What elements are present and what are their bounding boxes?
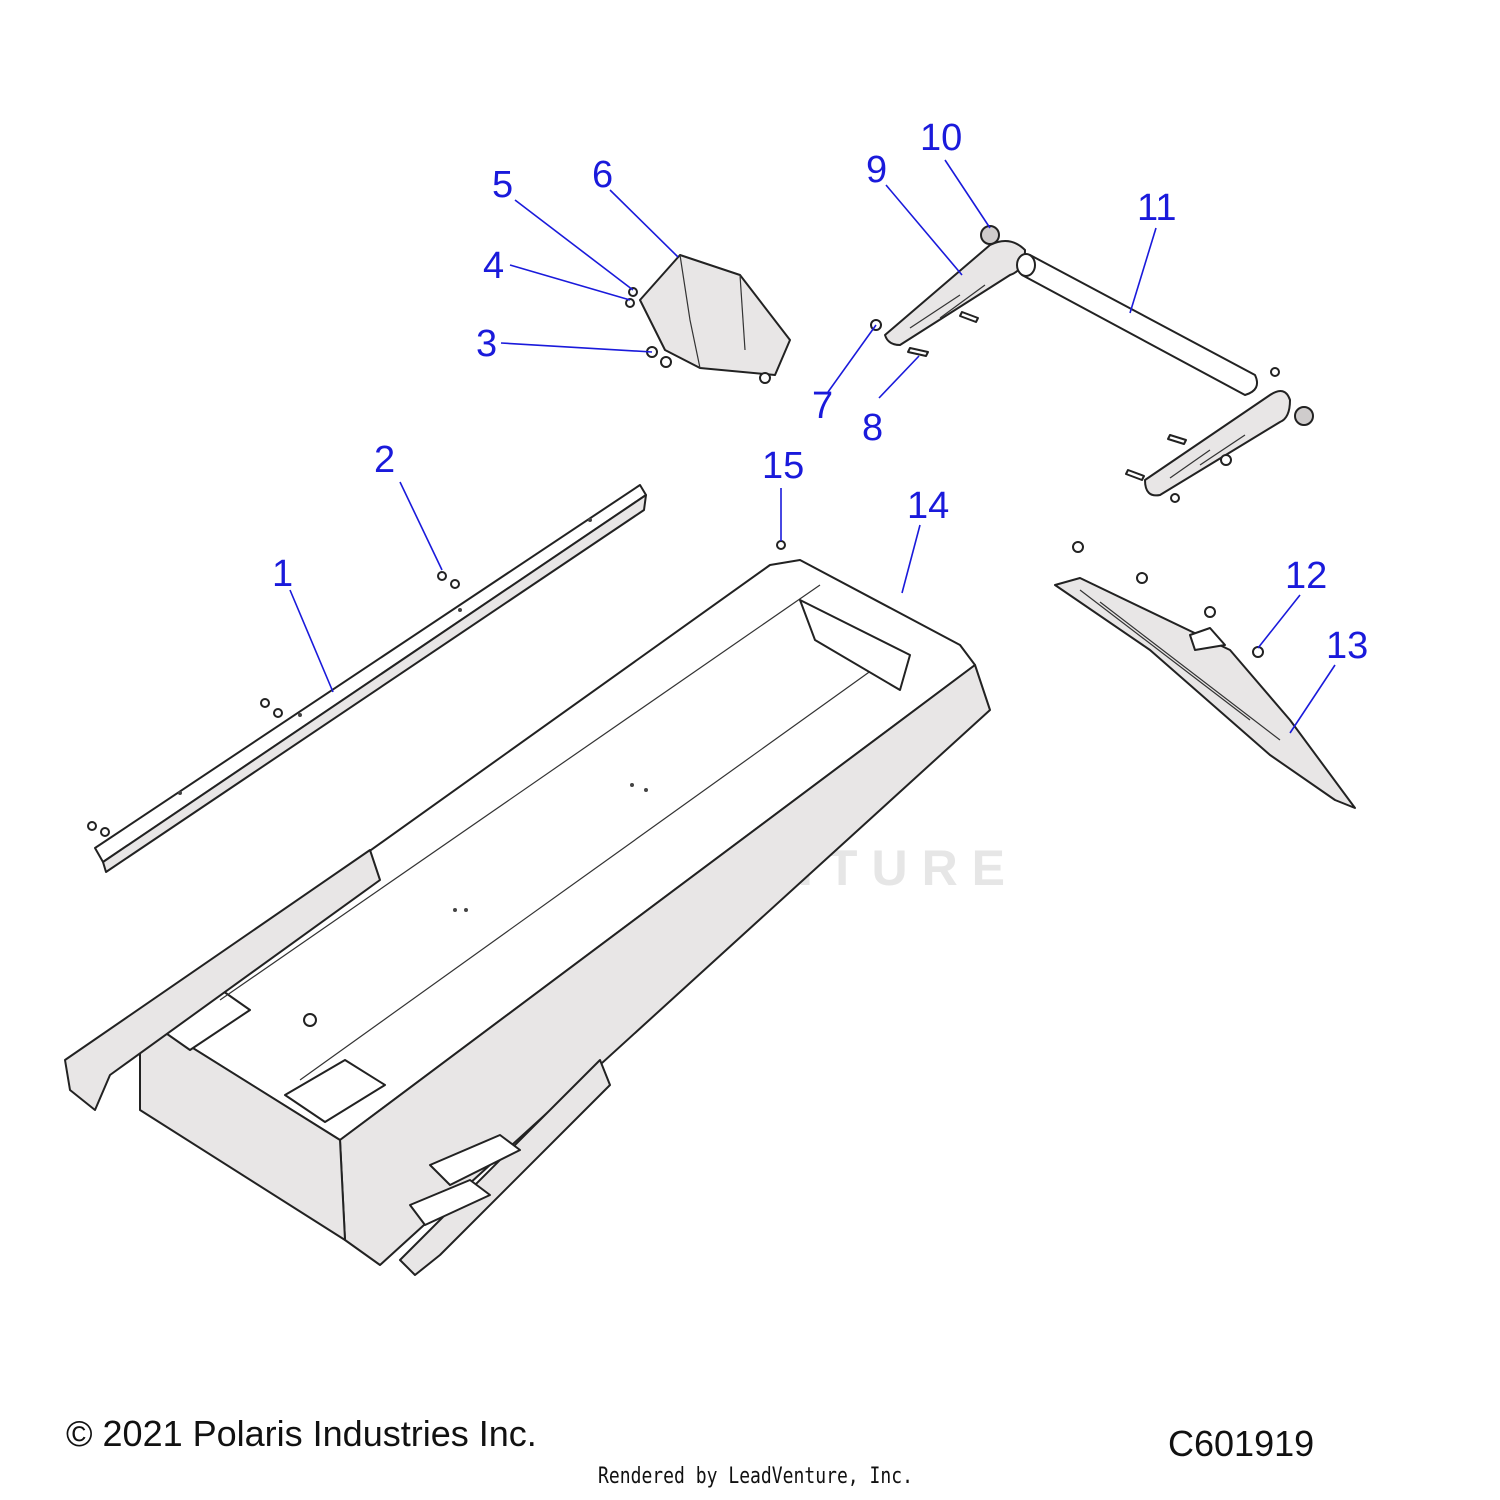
callout-7: 7 — [812, 385, 833, 427]
callout-15: 15 — [762, 445, 804, 487]
part-flap — [1054, 541, 1356, 809]
callout-labels: 1 2 3 4 5 6 7 8 9 10 11 12 13 14 15 — [272, 117, 1368, 667]
part-screws-rail — [87, 571, 460, 837]
callout-2: 2 — [374, 439, 395, 481]
drawing-id: C601919 — [1168, 1423, 1315, 1464]
callout-14: 14 — [907, 485, 949, 527]
callout-6: 6 — [592, 154, 613, 196]
callout-11: 11 — [1137, 187, 1176, 229]
part-cover — [625, 254, 791, 384]
callout-9: 9 — [866, 149, 887, 191]
callout-10: 10 — [920, 117, 962, 159]
part-screw-tunnel — [776, 540, 786, 550]
part-arm-right — [1125, 367, 1314, 503]
part-rail — [94, 484, 647, 873]
leader-lines — [289, 159, 1336, 734]
rendered-by-credit: Rendered by LeadVenture, Inc. — [598, 1464, 913, 1489]
callout-12: 12 — [1285, 555, 1327, 597]
callout-8: 8 — [862, 407, 883, 449]
callout-3: 3 — [476, 323, 497, 365]
callout-5: 5 — [492, 164, 513, 206]
part-tube — [1016, 253, 1258, 396]
part-arm-left — [870, 225, 1026, 357]
callout-1: 1 — [272, 553, 293, 595]
part-tunnel — [64, 559, 991, 1276]
callout-4: 4 — [483, 245, 504, 287]
copyright-notice: © 2021 Polaris Industries Inc. — [66, 1413, 537, 1454]
callout-13: 13 — [1326, 625, 1368, 667]
